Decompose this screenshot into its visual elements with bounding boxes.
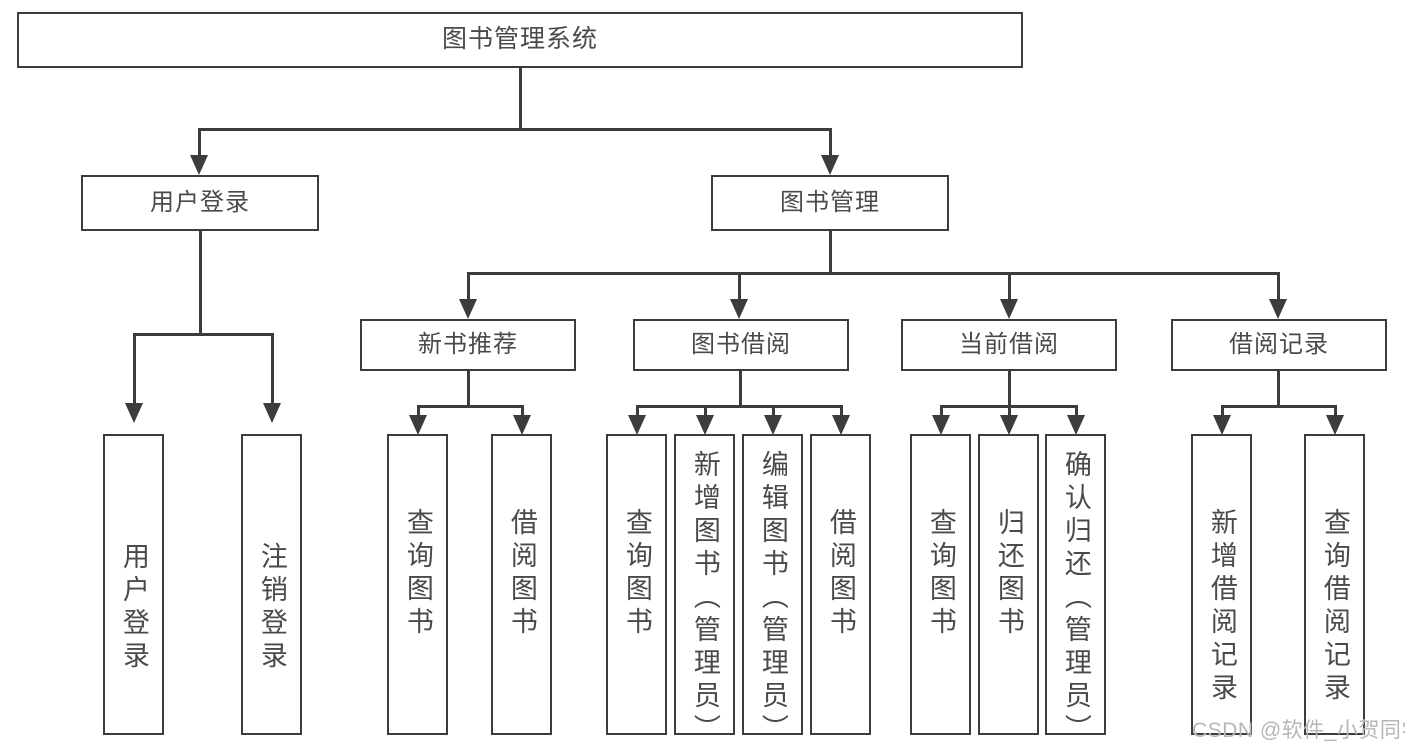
node-root-system[interactable]: 图书管理系统 bbox=[17, 12, 1023, 68]
arrow-nbr-leaf-2 bbox=[513, 415, 531, 435]
leaf-bb-edit-book-admin[interactable]: 编辑图书（管理员） bbox=[742, 434, 803, 747]
arrow-br-leaf-2 bbox=[1326, 415, 1344, 435]
leaf-nbr-borrow-book[interactable]: 借阅图书 bbox=[491, 434, 552, 735]
connector-root-stem bbox=[519, 68, 522, 130]
leaf-label: 查询借阅记录 bbox=[1319, 508, 1350, 706]
leaf-label: 查询图书 bbox=[402, 508, 433, 640]
connector-br-bar bbox=[1222, 405, 1337, 408]
arrow-to-user-login bbox=[190, 155, 208, 175]
leaf-label: 借阅图书 bbox=[825, 508, 856, 640]
node-label: 用户登录 bbox=[150, 188, 250, 216]
leaf-label: 注销登录 bbox=[256, 542, 287, 674]
leaf-label: 借阅图书 bbox=[506, 508, 537, 640]
arrow-cb-leaf-2 bbox=[1000, 415, 1018, 435]
node-borrow-record[interactable]: 借阅记录 bbox=[1171, 319, 1387, 371]
node-current-borrow[interactable]: 当前借阅 bbox=[901, 319, 1117, 371]
connector-nbr-stem bbox=[467, 371, 470, 407]
arrow-to-leaf-logout bbox=[263, 403, 281, 423]
node-book-borrow[interactable]: 图书借阅 bbox=[633, 319, 849, 371]
arrow-to-borrow-record bbox=[1269, 299, 1287, 319]
leaf-br-query-record[interactable]: 查询借阅记录 bbox=[1304, 434, 1365, 735]
leaf-label: 查询图书 bbox=[925, 508, 956, 640]
arrow-to-leaf-user-login bbox=[125, 403, 143, 423]
leaf-cb-return-book[interactable]: 归还图书 bbox=[978, 434, 1039, 735]
leaf-user-login[interactable]: 用户登录 bbox=[103, 434, 164, 735]
connector-br-stem bbox=[1277, 371, 1280, 407]
connector-book-management-bar bbox=[468, 272, 1279, 275]
connector-root-drop-right bbox=[829, 128, 832, 158]
connector-user-login-drop-1 bbox=[133, 333, 136, 405]
leaf-cb-confirm-return-admin[interactable]: 确认归还（管理员） bbox=[1045, 434, 1106, 747]
arrow-cb-leaf-1 bbox=[932, 415, 950, 435]
connector-bm-drop-3 bbox=[1008, 272, 1011, 302]
leaf-logout-login[interactable]: 注销登录 bbox=[241, 434, 302, 735]
node-book-management[interactable]: 图书管理 bbox=[711, 175, 949, 231]
leaf-label: 编辑图书（管理员） bbox=[757, 450, 788, 747]
csdn-watermark: CSDN @软件_小贺同学 bbox=[1192, 719, 1405, 742]
node-label: 图书借阅 bbox=[691, 330, 791, 358]
leaf-label: 新增图书（管理员） bbox=[689, 450, 720, 747]
leaf-label: 查询图书 bbox=[621, 508, 652, 640]
leaf-cb-query-book[interactable]: 查询图书 bbox=[910, 434, 971, 735]
arrow-to-new-book-recommend bbox=[459, 299, 477, 319]
leaf-label: 用户登录 bbox=[118, 542, 149, 674]
connector-root-bar bbox=[198, 128, 832, 131]
connector-book-management-stem bbox=[829, 231, 832, 274]
leaf-nbr-query-book[interactable]: 查询图书 bbox=[387, 434, 448, 735]
connector-bm-drop-2 bbox=[738, 272, 741, 302]
arrow-bb-leaf-4 bbox=[832, 415, 850, 435]
leaf-label: 归还图书 bbox=[993, 508, 1024, 640]
node-label: 图书管理 bbox=[780, 188, 880, 216]
node-label: 图书管理系统 bbox=[441, 25, 598, 54]
arrow-to-current-borrow bbox=[1000, 299, 1018, 319]
connector-bm-drop-1 bbox=[467, 272, 470, 302]
arrow-bb-leaf-2 bbox=[696, 415, 714, 435]
leaf-bb-add-book-admin[interactable]: 新增图书（管理员） bbox=[674, 434, 735, 747]
leaf-bb-query-book[interactable]: 查询图书 bbox=[606, 434, 667, 735]
arrow-to-book-borrow bbox=[730, 299, 748, 319]
leaf-bb-borrow-book[interactable]: 借阅图书 bbox=[810, 434, 871, 735]
node-label: 当前借阅 bbox=[959, 330, 1059, 358]
connector-cb-stem bbox=[1008, 371, 1011, 407]
node-new-book-recommend[interactable]: 新书推荐 bbox=[360, 319, 576, 371]
leaf-br-add-record[interactable]: 新增借阅记录 bbox=[1191, 434, 1252, 735]
connector-bm-drop-4 bbox=[1277, 272, 1280, 302]
node-label: 借阅记录 bbox=[1229, 330, 1329, 358]
connector-root-drop-left bbox=[198, 128, 201, 158]
arrow-to-book-management bbox=[821, 155, 839, 175]
node-label: 新书推荐 bbox=[418, 330, 518, 358]
connector-user-login-drop-2 bbox=[271, 333, 274, 405]
node-user-login[interactable]: 用户登录 bbox=[81, 175, 319, 231]
connector-user-login-bar bbox=[134, 333, 274, 336]
arrow-nbr-leaf-1 bbox=[409, 415, 427, 435]
arrow-bb-leaf-3 bbox=[764, 415, 782, 435]
arrow-cb-leaf-3 bbox=[1067, 415, 1085, 435]
connector-bb-stem bbox=[739, 371, 742, 407]
connector-bb-bar bbox=[637, 405, 843, 408]
leaf-label: 确认归还（管理员） bbox=[1060, 450, 1091, 747]
connector-user-login-stem bbox=[199, 231, 202, 335]
connector-nbr-bar bbox=[418, 405, 524, 408]
arrow-bb-leaf-1 bbox=[628, 415, 646, 435]
arrow-br-leaf-1 bbox=[1213, 415, 1231, 435]
leaf-label: 新增借阅记录 bbox=[1206, 508, 1237, 706]
